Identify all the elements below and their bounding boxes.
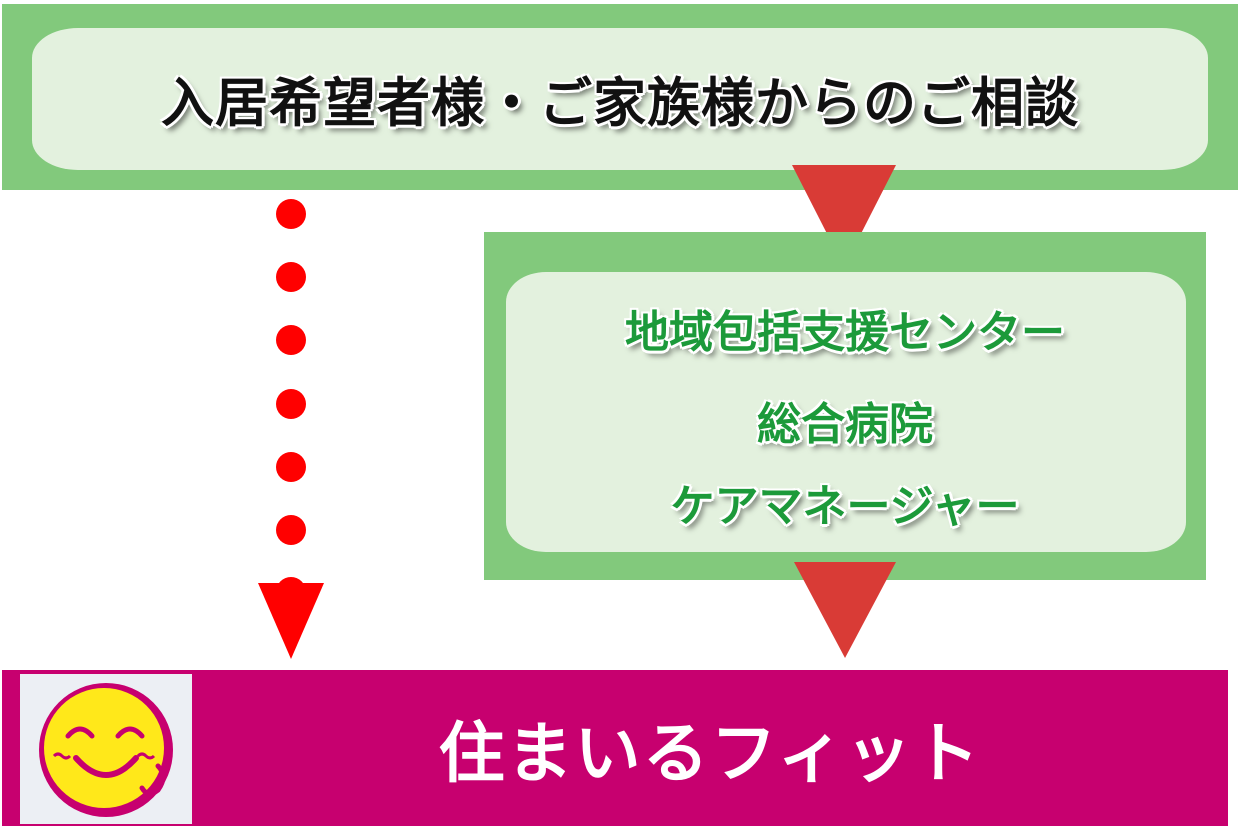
path-dot: [276, 515, 306, 545]
path-dot: [276, 325, 306, 355]
direct-path-arrowhead: [258, 583, 324, 659]
consultation-source-title: 入居希望者様・ご家族様からのご相談: [161, 73, 1079, 134]
destination-box: [2, 670, 1228, 826]
intermediary-line-3: ケアマネージャー: [670, 481, 1020, 532]
consultation-source-box: 入居希望者様・ご家族様からのご相談: [2, 4, 1238, 190]
consultation-source-panel: 入居希望者様・ご家族様からのご相談: [32, 28, 1208, 170]
smiley-face-icon: [39, 683, 173, 817]
intermediary-line-2: 総合病院: [757, 399, 933, 450]
path-dot: [276, 389, 306, 419]
destination-title: 住まいるフィット: [438, 715, 982, 792]
intermediary-box: 地域包括支援センター 総合病院 ケアマネージャー: [484, 232, 1206, 580]
logo-panel: [20, 674, 192, 824]
arrow-to-destination: [794, 562, 896, 658]
intermediary-line-1: 地域包括支援センター: [625, 307, 1065, 358]
path-dot: [276, 262, 306, 292]
intermediary-panel: [506, 272, 1186, 552]
path-dot: [276, 452, 306, 482]
path-dot: [276, 199, 306, 229]
